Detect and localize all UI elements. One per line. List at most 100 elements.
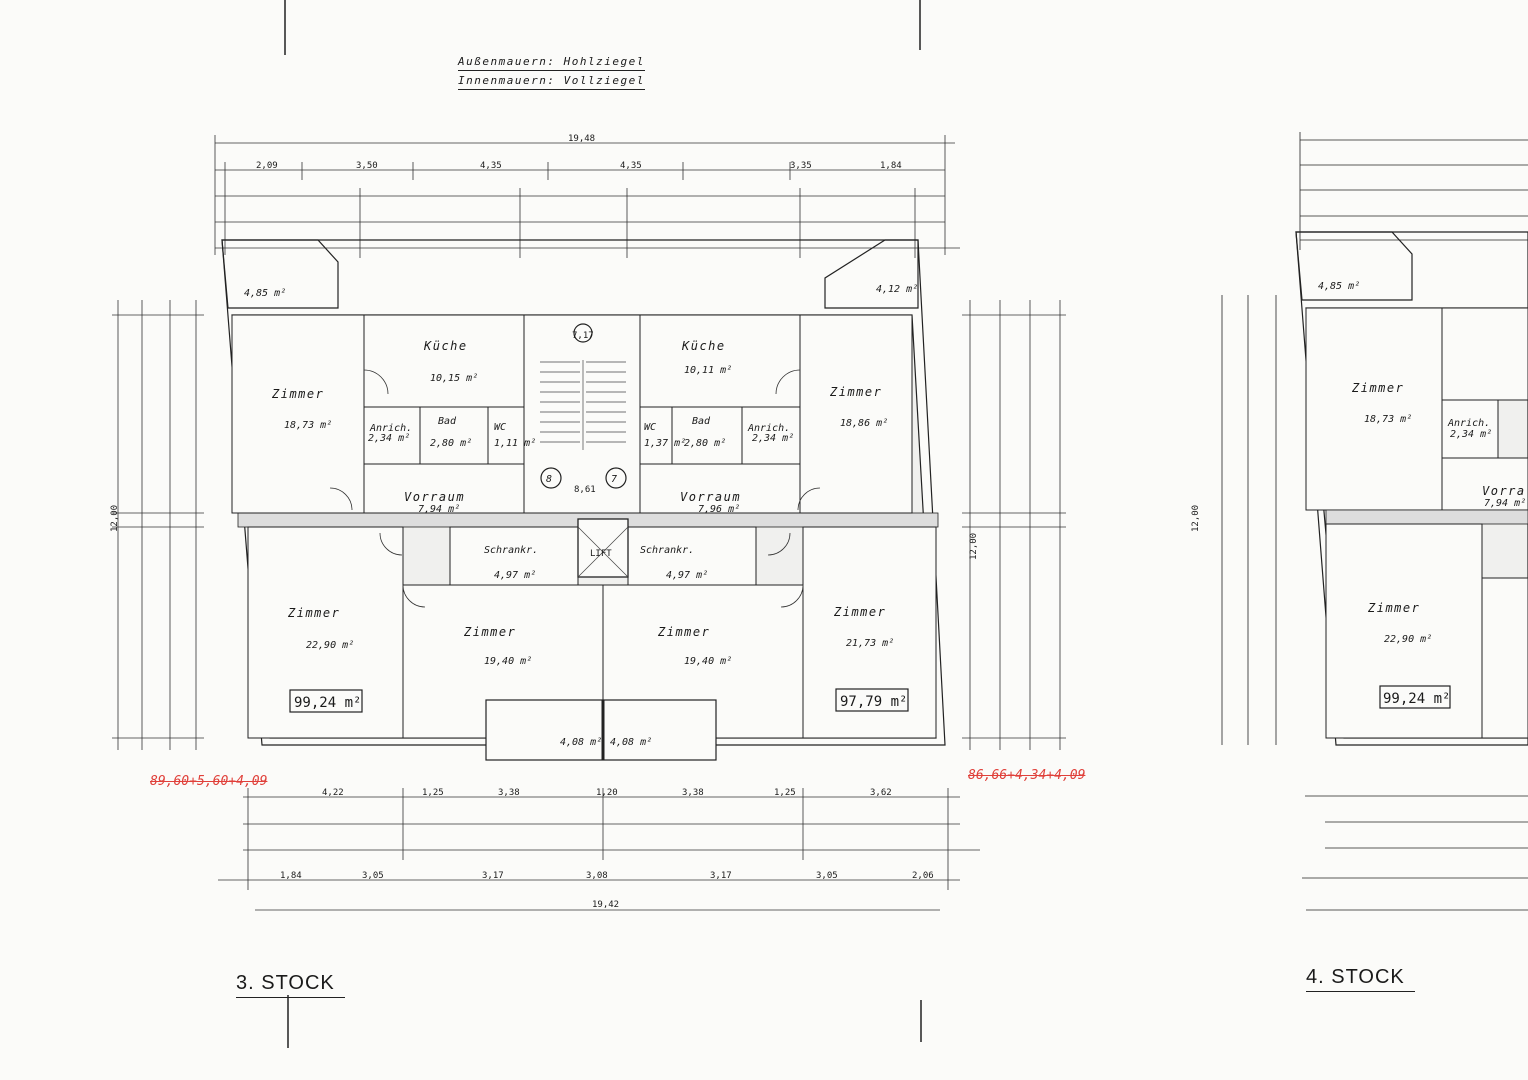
area-kueche-left: 10,15 m² [430, 373, 478, 384]
area-zimmer-bl: 22,90 m² [306, 640, 354, 651]
room-bad-left: Bad [438, 416, 457, 427]
dim-bottom-4: 3,08 [586, 871, 608, 881]
dim-top-5: 3,35 [790, 161, 812, 171]
inner-walls-note: Innenmauern: Vollziegel [458, 73, 645, 90]
total-area-4: 99,24 m² [1383, 691, 1450, 707]
dim-b423-1: 4,22 [322, 788, 344, 798]
stair-top-area: 7,17 [572, 331, 594, 341]
area-bad-right: 2,80 m² [684, 438, 726, 449]
area-vorraum-right: 7,96 m² [698, 504, 740, 515]
right-flat-labels: Zimmer 18,86 m² Küche 10,11 m² Anrich. 2… [610, 284, 918, 748]
room-wc-left: WC [494, 422, 506, 433]
area-loggia-left: 4,08 m² [560, 737, 602, 748]
area-loggia-right: 4,08 m² [610, 737, 652, 748]
dim-bottom-5: 3,17 [710, 871, 732, 881]
area-schrank-right: 4,97 m² [666, 570, 708, 581]
area-anrich-right: 2,34 m² [752, 433, 794, 444]
room-kueche-right: Küche [681, 339, 726, 353]
dim-top-4: 4,35 [620, 161, 642, 171]
dim-b423-7: 3,62 [870, 788, 892, 798]
room-anrich-left: Anrich. [369, 423, 412, 434]
area-wc-right: 1,37 m² [644, 438, 686, 449]
side-dimension-chains [112, 300, 1066, 750]
room-zimmer-br: Zimmer [833, 605, 886, 619]
dim-b423-5: 3,38 [682, 788, 704, 798]
fourth-floor-labels: Zimmer 18,73 m² Anrich. 2,34 m² Vorra 7,… [1191, 281, 1526, 645]
fourth-floor-plan [1221, 132, 1528, 911]
dim-b423-4: 1,20 [596, 788, 618, 798]
door-marker-b: 7 [611, 474, 617, 485]
room-kueche-left: Küche [423, 339, 468, 353]
dim-b423-3: 3,38 [498, 788, 520, 798]
area-vorraum-4: 7,94 m² [1484, 498, 1526, 509]
dim-right-height: 12,00 [969, 533, 979, 560]
top-dimension-chains [214, 135, 960, 258]
dim-b423-6: 1,25 [774, 788, 796, 798]
area-vorraum-left: 7,94 m² [418, 504, 460, 515]
room-vorraum-right: Vorraum [680, 490, 741, 504]
room-vorraum-4: Vorra [1482, 484, 1526, 498]
left-flat-labels: Zimmer 18,73 m² Küche 10,15 m² Anrich. 2… [244, 288, 602, 748]
dim-left-height-4: 12,00 [1191, 505, 1201, 532]
room-zimmer-bl: Zimmer [287, 606, 340, 620]
dim-total-bottom: 19,42 [592, 900, 619, 910]
room-vorraum-left: Vorraum [404, 490, 465, 504]
dim-left-height: 12,00 [110, 505, 120, 532]
area-balcony-right: 4,12 m² [876, 284, 918, 295]
total-area-left: 99,24 m² [294, 695, 361, 711]
area-wc-left: 1,11 m² [494, 438, 536, 449]
dim-bottom-2: 3,05 [362, 871, 384, 881]
dim-bottom-1: 1,84 [280, 871, 302, 881]
area-balcony-4: 4,85 m² [1318, 281, 1360, 292]
room-zimmer-top-right: Zimmer [829, 385, 882, 399]
area-balcony-left: 4,85 m² [244, 288, 286, 299]
dim-top-3: 4,35 [480, 161, 502, 171]
red-note-left: 89,60+5,60+4,09 [150, 774, 268, 789]
area-kueche-right: 10,11 m² [684, 365, 732, 376]
area-zimmer-bm-right: 19,40 m² [684, 656, 732, 667]
floor-title-third: 3. STOCK [236, 972, 345, 998]
total-box-left [289, 689, 363, 713]
dim-total-top: 19,48 [568, 134, 595, 144]
bottom-dimension-labels: 4,22 1,25 3,38 1,20 3,38 1,25 3,62 1,84 … [280, 788, 934, 910]
stair-markers [540, 323, 627, 489]
material-notes: Außenmauern: Hohlziegel Innenmauern: Vol… [458, 54, 645, 92]
room-anrich-right: Anrich. [747, 423, 790, 434]
left-plan-walls [221, 239, 946, 761]
lift-label: LIFT [590, 549, 612, 559]
door-marker-a: 8 [546, 474, 552, 485]
area-zimmer-br: 21,73 m² [846, 638, 894, 649]
dim-bottom-7: 2,06 [912, 871, 934, 881]
dim-b423-2: 1,25 [422, 788, 444, 798]
dim-top-2: 3,50 [356, 161, 378, 171]
dim-top-6: 1,84 [880, 161, 902, 171]
floor-title-fourth: 4. STOCK [1306, 966, 1415, 992]
area-zimmer-top-4: 18,73 m² [1364, 414, 1412, 425]
dim-bottom-6: 3,05 [816, 871, 838, 881]
area-zimmer-bm-left: 19,40 m² [484, 656, 532, 667]
room-anrich-4: Anrich. [1447, 418, 1490, 429]
door-swings [329, 369, 821, 608]
total-area-right: 97,79 m² [840, 694, 907, 710]
stair-landing-area: 8,61 [574, 485, 596, 495]
area-zimmer-top-left: 18,73 m² [284, 420, 332, 431]
room-zimmer-top-left: Zimmer [271, 387, 324, 401]
room-wc-right: WC [644, 422, 656, 433]
room-schrank-left: Schrankr. [484, 545, 538, 556]
area-schrank-left: 4,97 m² [494, 570, 536, 581]
room-zimmer-bm-right: Zimmer [657, 625, 710, 639]
dim-top-1: 2,09 [256, 161, 278, 171]
room-zimmer-bl-4: Zimmer [1367, 601, 1420, 615]
red-note-right: 86,66+4,34+4,09 [968, 768, 1086, 783]
area-bad-left: 2,80 m² [430, 438, 472, 449]
room-zimmer-bm-left: Zimmer [463, 625, 516, 639]
outer-walls-note: Außenmauern: Hohlziegel [458, 54, 645, 71]
sheet-marks [284, 0, 922, 1048]
area-zimmer-top-right: 18,86 m² [840, 418, 888, 429]
stair-treads [540, 360, 629, 578]
room-schrank-right: Schrankr. [640, 545, 694, 556]
dim-bottom-3: 3,17 [482, 871, 504, 881]
total-box-right [835, 688, 909, 712]
room-bad-right: Bad [692, 416, 711, 427]
